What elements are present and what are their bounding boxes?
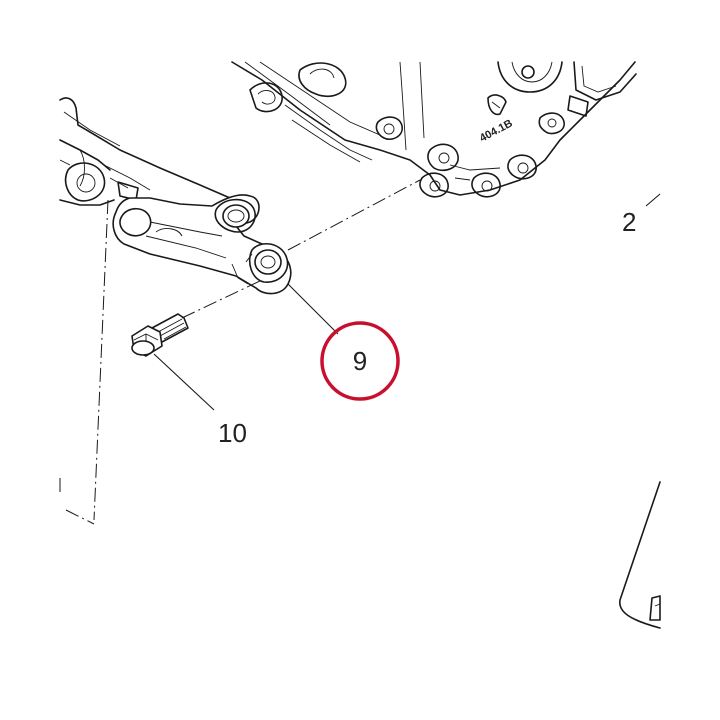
callout-label-2: 2 — [622, 207, 636, 237]
highlight-ring-9 — [320, 321, 400, 401]
casting-mark: 404.1B — [478, 117, 515, 144]
callout-label-10: 10 — [218, 418, 247, 448]
engine-case: 404.1B — [231, 61, 637, 198]
frame-arm — [59, 97, 249, 206]
leader-line-10 — [153, 353, 215, 411]
leader-line-9 — [287, 283, 339, 335]
bracket-link-part-9 — [112, 194, 292, 295]
leader-line-2 — [645, 193, 661, 207]
right-edge-part — [619, 481, 661, 629]
assembly-axis-lines — [59, 179, 421, 525]
bolt-part-10 — [131, 313, 189, 357]
callout-label-9: 9 — [353, 346, 367, 376]
